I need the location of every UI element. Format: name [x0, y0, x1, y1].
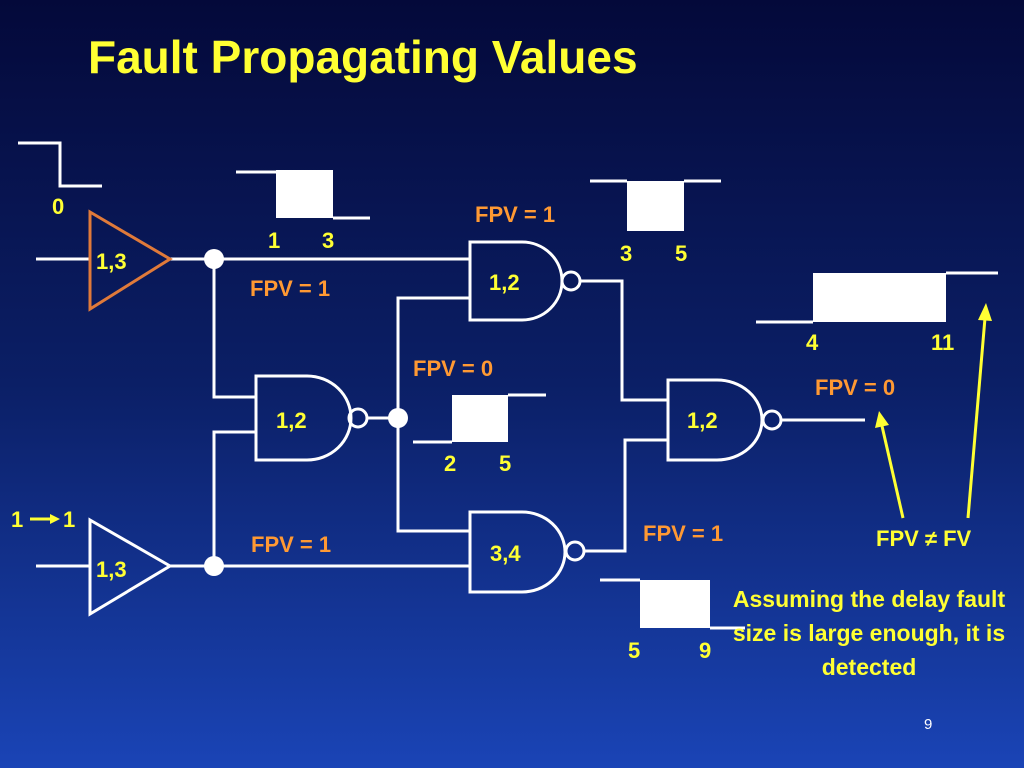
waveform-buffer-end: 3 — [322, 228, 334, 253]
fpv-label-buffer-top: FPV = 1 — [250, 276, 330, 301]
buffer-bottom[interactable] — [88, 517, 173, 617]
waveform-buffer-output — [236, 170, 370, 220]
input-transition-to: 1 — [63, 507, 75, 532]
gate-top-label: 1,2 — [489, 270, 520, 295]
waveform-out-start: 4 — [806, 330, 819, 355]
waveform-top-nand-output — [590, 179, 721, 231]
waveform-final-output — [756, 271, 998, 324]
gate-middle-label: 1,2 — [276, 408, 307, 433]
waveform-buffer-start: 1 — [268, 228, 280, 253]
nand-gate-top[interactable] — [468, 240, 582, 322]
waveform-mid-end: 5 — [499, 451, 511, 476]
buffer-bottom-label: 1,3 — [96, 557, 127, 582]
fpv-label-buffer-bottom: FPV = 1 — [251, 532, 331, 557]
junction-dot-middle — [388, 408, 408, 428]
nand-gate-output[interactable] — [666, 378, 783, 462]
input-value-top: 0 — [52, 194, 64, 219]
buffer-top-label: 1,3 — [96, 249, 127, 274]
page-title: Fault Propagating Values — [88, 31, 638, 83]
buffer-top[interactable] — [88, 209, 173, 312]
nand-gate-middle[interactable] — [254, 374, 369, 462]
waveform-middle-nand-output — [413, 393, 546, 444]
junction-dot-top — [204, 249, 224, 269]
fpv-label-gate-middle: FPV = 0 — [413, 356, 493, 381]
detection-note: Assuming the delay fault size is large e… — [732, 586, 1006, 680]
waveform-gbot-end: 9 — [699, 638, 711, 663]
fpv-label-gate-top: FPV = 1 — [475, 202, 555, 227]
waveform-gtop-start: 3 — [620, 241, 632, 266]
waveform-out-end: 11 — [931, 330, 954, 355]
gate-output-label: 1,2 — [687, 408, 718, 433]
junction-dot-bottom — [204, 556, 224, 576]
input-transition-from: 1 — [11, 507, 23, 532]
fpv-label-gate-bottom: FPV = 1 — [643, 521, 723, 546]
gate-bottom-label: 3,4 — [490, 541, 521, 566]
page-number: 9 — [924, 716, 933, 733]
transition-arrow-icon — [30, 514, 60, 524]
waveform-gbot-start: 5 — [628, 638, 640, 663]
waveform-mid-start: 2 — [444, 451, 456, 476]
waveform-gtop-end: 5 — [675, 241, 687, 266]
fpv-fv-comparison: FPV ≠ FV — [876, 526, 972, 551]
arrow-to-fv — [966, 303, 992, 519]
waveform-bottom-nand-output — [600, 578, 745, 630]
arrow-to-fpv — [875, 411, 905, 519]
input-step-waveform — [18, 141, 102, 188]
fpv-label-gate-output: FPV = 0 — [815, 375, 895, 400]
nand-gate-bottom[interactable] — [468, 510, 586, 594]
